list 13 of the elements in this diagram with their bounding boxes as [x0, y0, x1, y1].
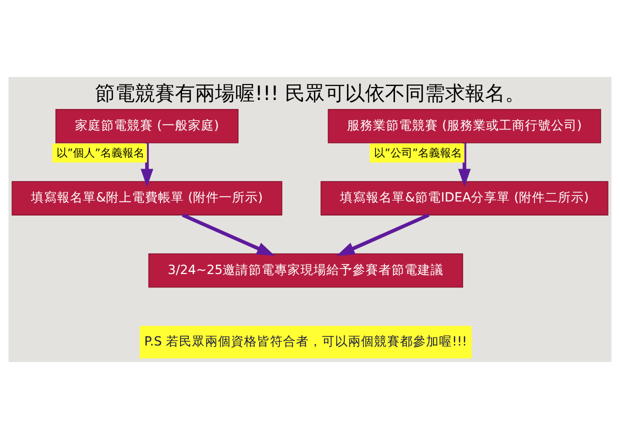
diagram-title: 節電競賽有兩場喔!!! 民眾可以依不同需求報名。 [94, 82, 526, 105]
arrow [140, 142, 154, 186]
edge-label: 以”個人”名義報名 [56, 146, 145, 159]
arrow [182, 212, 275, 256]
node-box: 家庭節電競賽 (一般家庭) [55, 108, 239, 143]
node-box: 填寫報名單&節電IDEA分享單 (附件二所示) [320, 180, 608, 215]
label: P.S 若民眾兩個資格皆符合者，可以兩個競賽都參加喔!!! [144, 332, 468, 348]
node-box: 3/24~25邀請節電專家現場給予參賽者節電建議 [148, 252, 464, 288]
edge-label: 以”公司”名義報名 [374, 146, 462, 159]
arrow [458, 142, 471, 186]
node-box: 服務業節電競賽 (服務業或工商行號公司) [328, 108, 602, 143]
node-box: 填寫報名單&附上電費帳單 (附件一所示) [12, 180, 282, 215]
arrow [336, 212, 430, 256]
